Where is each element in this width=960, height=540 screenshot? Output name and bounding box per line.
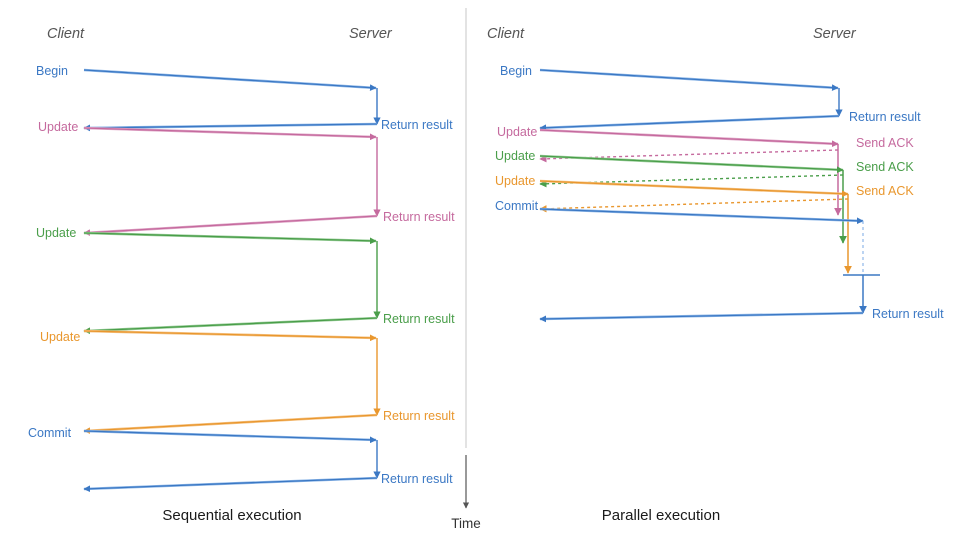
return-label-sequential-0: Return result [381,118,453,132]
ack-label-parallel-1: Send ACK [856,160,914,174]
response-arrow-parallel-commit [539,312,864,323]
client-lifeline-header-left: Client [47,26,85,42]
message-label-parallel-commit: Commit [495,199,539,213]
server-lifeline-header-right: Server [813,26,857,42]
ack-arrow-parallel-2 [539,198,849,213]
message-label-sequential-4: Commit [28,426,72,440]
response-arrow-sequential-2 [83,317,378,335]
request-arrow-sequential-4 [83,430,377,444]
message-label-sequential-3: Update [40,330,80,344]
return-label-sequential-3: Return result [383,409,455,423]
message-label-sequential-2: Update [36,226,76,240]
message-label-parallel-update-2: Update [495,174,535,188]
request-arrow-parallel-begin [539,69,839,92]
return-label-parallel-commit: Return result [872,307,944,321]
request-arrow-sequential-1 [83,127,377,141]
request-arrow-parallel-commit [539,208,864,225]
panel-caption-sequential: Sequential execution [162,507,301,524]
request-arrow-parallel-update-0 [539,129,839,148]
message-label-sequential-1: Update [38,120,78,134]
server-lifeline-header-left: Server [349,26,393,42]
message-label-parallel-update-0: Update [497,125,537,139]
client-lifeline-header-right: Client [487,26,525,42]
return-label-sequential-1: Return result [383,210,455,224]
message-label-parallel-update-1: Update [495,149,535,163]
ack-label-parallel-0: Send ACK [856,136,914,150]
response-arrow-sequential-1 [83,215,378,237]
request-arrow-sequential-0 [83,69,377,91]
response-arrow-sequential-3 [83,414,378,435]
response-arrow-sequential-4 [83,477,378,493]
request-arrow-sequential-3 [83,330,377,342]
message-label-sequential-0: Begin [36,64,68,78]
return-label-parallel-begin: Return result [849,110,921,124]
message-label-parallel-begin: Begin [500,64,532,78]
return-label-sequential-4: Return result [381,472,453,486]
response-arrow-parallel-begin [539,115,840,132]
request-arrow-parallel-update-1 [539,155,844,174]
time-axis-label: Time [451,516,481,531]
request-arrow-parallel-update-2 [539,180,849,198]
request-arrow-sequential-2 [83,232,377,245]
panel-caption-parallel: Parallel execution [602,507,720,524]
ack-label-parallel-2: Send ACK [856,184,914,198]
response-arrow-sequential-0 [83,123,378,132]
return-label-sequential-2: Return result [383,312,455,326]
